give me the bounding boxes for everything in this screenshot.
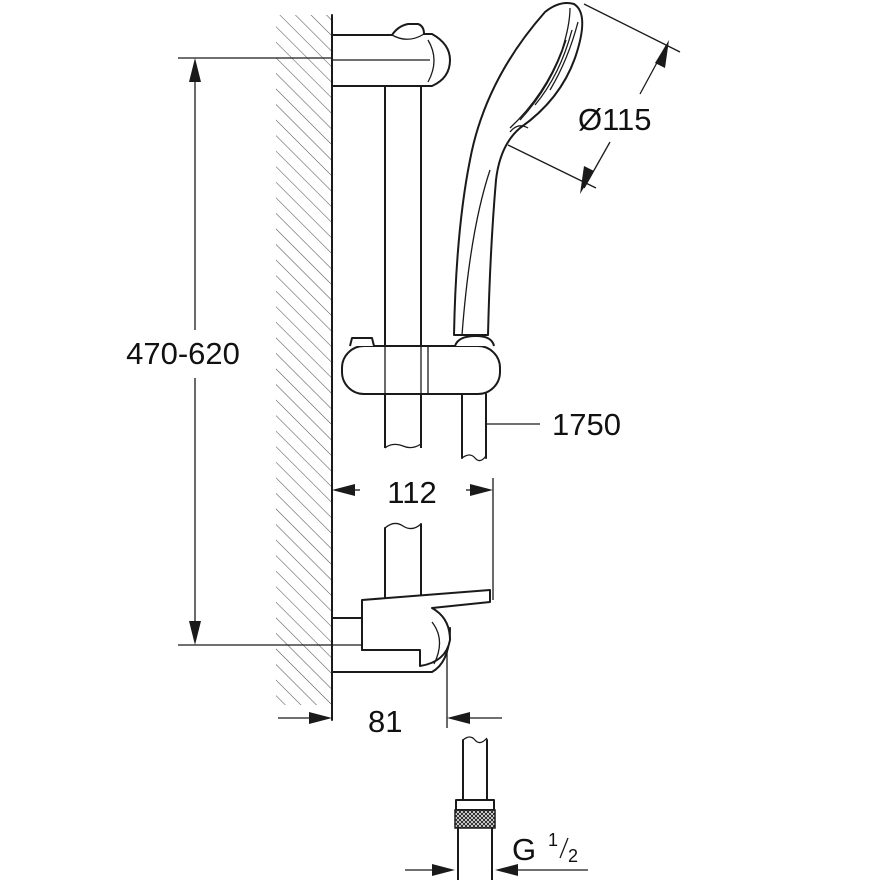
wall-hatching bbox=[276, 15, 332, 705]
thread-numerator: 1 bbox=[548, 830, 558, 850]
lower-bracket bbox=[331, 589, 491, 673]
projection-label: 112 bbox=[387, 475, 436, 510]
thread-dimension: G 1 2 bbox=[405, 830, 588, 876]
thread-label: G bbox=[512, 832, 536, 867]
wall bbox=[276, 14, 333, 721]
upper-bracket bbox=[331, 23, 451, 87]
hose-connector bbox=[454, 736, 496, 880]
diameter-dimension: Ø115 bbox=[507, 3, 681, 194]
diameter-label: Ø115 bbox=[578, 102, 652, 137]
height-range-label: 470-620 bbox=[126, 336, 240, 371]
offset-label: 81 bbox=[368, 704, 402, 739]
slider-holder bbox=[341, 335, 501, 395]
riser-rail-lower bbox=[384, 522, 422, 601]
offset-dimension: 81 bbox=[278, 650, 502, 739]
height-dimension: 470-620 bbox=[126, 57, 332, 646]
projection-dimension: 112 bbox=[331, 475, 494, 600]
hand-shower bbox=[453, 2, 584, 336]
hose-length-callout: 1750 bbox=[486, 407, 621, 442]
hose-length-label: 1750 bbox=[552, 407, 621, 442]
hose-stub bbox=[461, 393, 487, 462]
thread-denominator: 2 bbox=[568, 846, 578, 866]
